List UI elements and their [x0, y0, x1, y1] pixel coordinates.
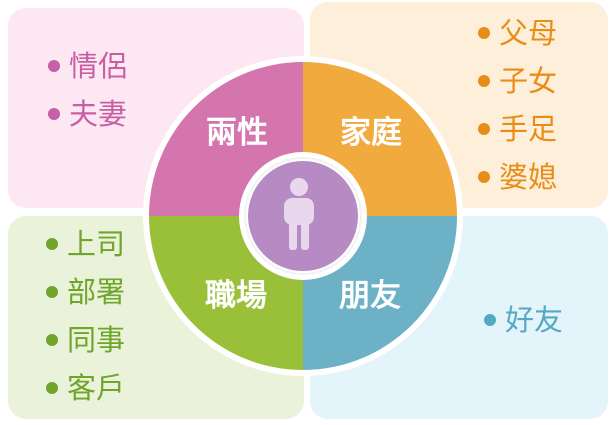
bullet-icon	[46, 382, 58, 394]
quadrant-label-workplace: 職場	[205, 278, 267, 314]
bullet-icon	[46, 238, 58, 250]
list-item: 客戶	[46, 364, 125, 412]
list-item: 子女	[478, 57, 557, 105]
list-item: 手足	[478, 105, 557, 153]
quadrant-label-family: 家庭	[340, 115, 402, 151]
list-family: 父母 子女 手足 婆媳	[478, 9, 557, 201]
bullet-icon	[48, 108, 60, 120]
list-item: 情侶	[48, 42, 127, 90]
list-item: 父母	[478, 9, 557, 57]
list-item: 夫妻	[48, 90, 127, 138]
bullet-icon	[46, 286, 58, 298]
list-item: 同事	[46, 316, 125, 364]
list-romance: 情侶 夫妻	[48, 42, 127, 138]
list-item: 婆媳	[478, 153, 557, 201]
bullet-icon	[478, 123, 490, 135]
list-workplace: 上司 部署 同事 客戶	[46, 220, 125, 412]
list-friends: 好友	[484, 296, 563, 344]
quadrant-label-romance: 兩性	[206, 115, 268, 151]
person-icon	[284, 178, 314, 250]
bullet-icon	[484, 314, 496, 326]
bullet-icon	[478, 27, 490, 39]
center-ring-outline	[244, 157, 362, 275]
list-item: 上司	[46, 220, 125, 268]
list-item: 部署	[46, 268, 125, 316]
bullet-icon	[478, 75, 490, 87]
list-item: 好友	[484, 296, 563, 344]
quadrant-label-friends: 朋友	[339, 278, 401, 314]
bullet-icon	[46, 334, 58, 346]
bullet-icon	[478, 171, 490, 183]
bullet-icon	[48, 60, 60, 72]
